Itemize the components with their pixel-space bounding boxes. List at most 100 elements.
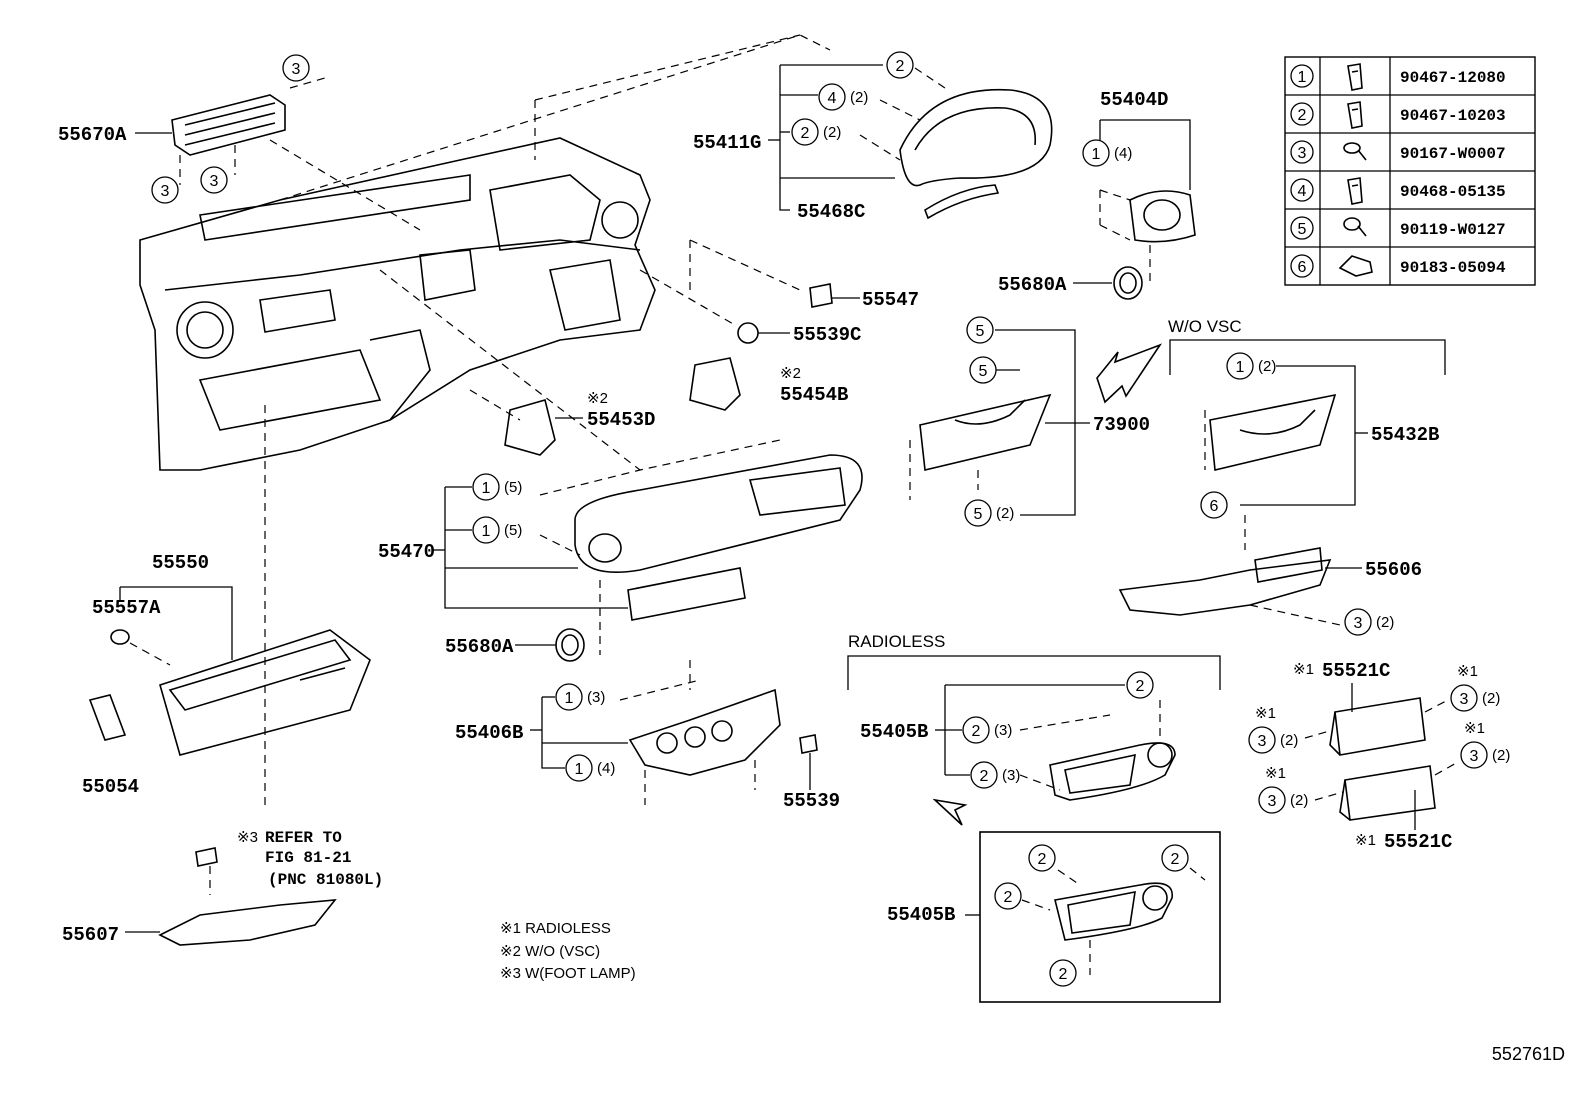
- part-label: 55680A: [445, 636, 514, 658]
- svg-text:2: 2: [801, 125, 810, 142]
- marker-1: ※1: [1457, 663, 1478, 680]
- refer-line-1: REFER TO: [265, 829, 342, 847]
- part-label: 55547: [862, 289, 919, 311]
- svg-text:2: 2: [1004, 889, 1013, 906]
- svg-text:3: 3: [1354, 615, 1363, 632]
- svg-text:5: 5: [974, 506, 983, 523]
- callout-4: 4: [818, 83, 846, 111]
- part-label: 55539C: [793, 324, 861, 346]
- marker-3: ※3: [237, 829, 258, 846]
- wo-vsc-section: [1169, 339, 1446, 550]
- legend-row-5: 5 90119-W0127: [1290, 216, 1506, 240]
- qty-label: (3): [1002, 767, 1020, 784]
- part-label: 73900: [1093, 414, 1150, 436]
- svg-text:3: 3: [292, 61, 301, 78]
- svg-text:1: 1: [482, 480, 491, 497]
- part-label: 55054: [82, 776, 139, 798]
- callout-5: 5: [966, 316, 994, 344]
- foot-lamp-bracket-drawing: [125, 847, 337, 946]
- legend-part-no: 90183-05094: [1400, 259, 1506, 277]
- switch-panel-73900-drawing: [909, 329, 1090, 516]
- callout-2: 2: [1028, 844, 1056, 872]
- marker-1: ※1: [1293, 661, 1314, 678]
- qty-label: (2): [1258, 358, 1276, 375]
- qty-label: (3): [587, 689, 605, 706]
- legend-index: 4: [1298, 183, 1307, 200]
- legend-row-6: 6 90183-05094: [1290, 254, 1506, 278]
- svg-text:3: 3: [1258, 733, 1267, 750]
- part-label: 55432B: [1371, 424, 1439, 446]
- part-label: 55521C: [1384, 831, 1452, 853]
- refer-line-3: (PNC 81080L): [268, 871, 383, 889]
- part-label: 55606: [1365, 559, 1422, 581]
- part-label: 55468C: [797, 201, 865, 223]
- legend-part-no: 90468-05135: [1400, 183, 1506, 201]
- marker-2: ※2: [587, 390, 608, 407]
- figure-code: 552761D: [1492, 1044, 1565, 1064]
- screw-icon: [1343, 142, 1367, 161]
- qty-label: (3): [994, 722, 1012, 739]
- part-label: 55680A: [998, 274, 1067, 296]
- callout-3: 3: [200, 166, 228, 194]
- bezel-55406B-drawing: [530, 660, 818, 805]
- qty-label: (2): [1376, 614, 1394, 631]
- legend-part-no: 90467-12080: [1400, 69, 1506, 87]
- legend-part-no: 90167-W0007: [1400, 145, 1506, 163]
- qty-label: (2): [1492, 747, 1510, 764]
- part-label: 55470: [378, 541, 435, 563]
- part-label: 55670A: [58, 124, 127, 146]
- part-label: 55453D: [587, 409, 655, 431]
- callout-2: 2: [970, 761, 998, 789]
- callout-3: 3: [1258, 786, 1286, 814]
- part-label: 55550: [152, 552, 209, 574]
- callout-3: 3: [1460, 741, 1488, 769]
- qty-label: (4): [597, 760, 615, 777]
- direction-arrow-icon: [1096, 343, 1163, 404]
- part-label: 55539: [783, 790, 840, 812]
- legend-table: 1 90467-12080 2 90467-10203 3 90167-W000…: [1284, 56, 1536, 286]
- part-label: 55521C: [1322, 660, 1390, 682]
- svg-text:6: 6: [1210, 498, 1219, 515]
- part-label: 55404D: [1100, 89, 1168, 111]
- radioless-section: [847, 655, 1221, 826]
- clip-icon: [1347, 177, 1363, 205]
- svg-text:2: 2: [896, 58, 905, 75]
- legend-index: 5: [1298, 221, 1307, 238]
- callout-2: 2: [994, 882, 1022, 910]
- vent-55670A-drawing: [135, 77, 421, 231]
- svg-text:5: 5: [976, 323, 985, 340]
- small-parts-drawing: [504, 283, 860, 456]
- legend-index: 1: [1298, 69, 1307, 86]
- qty-label: (2): [996, 505, 1014, 522]
- legend-part-no: 90119-W0127: [1400, 221, 1506, 239]
- svg-text:4: 4: [828, 90, 837, 107]
- qty-label: (2): [1290, 792, 1308, 809]
- callout-5: 5: [969, 356, 997, 384]
- footnotes: ※1 RADIOLESS ※2 W/O (VSC) ※3 W(FOOT LAMP…: [500, 920, 636, 982]
- svg-text:1: 1: [482, 523, 491, 540]
- bracket-55606-drawing: [1118, 547, 1362, 626]
- callout-3: 3: [1248, 726, 1276, 754]
- callout-2: 2: [791, 118, 819, 146]
- callout-1: 1: [565, 754, 593, 782]
- part-label: 55454B: [780, 384, 848, 406]
- footnote: ※2 W/O (VSC): [500, 943, 600, 960]
- callout-1: 1: [555, 683, 583, 711]
- callout-3: 3: [282, 54, 310, 82]
- legend-row-3: 3 90167-W0007: [1290, 140, 1506, 164]
- marker-1: ※1: [1265, 765, 1286, 782]
- qty-label: (5): [504, 479, 522, 496]
- qty-label: (4): [1114, 145, 1132, 162]
- callout-2: 2: [962, 716, 990, 744]
- callout-3: 3: [151, 176, 179, 204]
- svg-text:3: 3: [161, 183, 170, 200]
- part-label: 55405B: [860, 721, 928, 743]
- legend-row-1: 1 90467-12080: [1290, 63, 1506, 91]
- part-label: 55406B: [455, 722, 523, 744]
- legend-index: 2: [1298, 107, 1307, 124]
- section-label-radioless: RADIOLESS: [848, 632, 945, 651]
- marker-1: ※1: [1255, 705, 1276, 722]
- qty-label: (2): [850, 89, 868, 106]
- svg-text:5: 5: [979, 363, 988, 380]
- part-label: 55607: [62, 924, 119, 946]
